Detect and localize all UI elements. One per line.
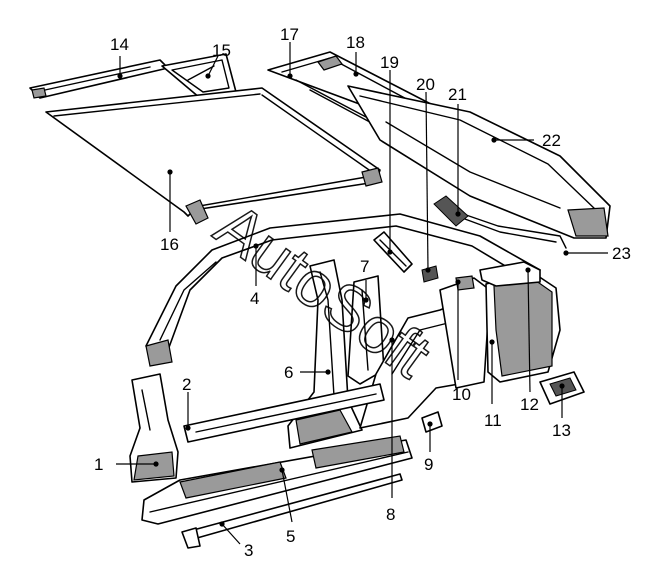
- callout-numbers: 1 2 3 4 5 6 7 8 9 10 11 12 13 14 15 16 1…: [94, 25, 631, 560]
- part-5-outer-rocker: [141, 435, 413, 525]
- callout-9: 9: [424, 455, 433, 474]
- callout-4: 4: [250, 289, 259, 308]
- callout-22: 22: [542, 131, 561, 150]
- part-9-clip: [421, 411, 443, 433]
- callout-12: 12: [520, 395, 539, 414]
- callout-23: 23: [612, 244, 631, 263]
- part-2-inner-rocker: [183, 383, 385, 443]
- part-11-quarter-panel: [485, 271, 561, 383]
- part-12-rear-extension: [479, 261, 541, 287]
- part-22-rear-hatch: [347, 85, 611, 239]
- callout-16: 16: [160, 235, 179, 254]
- callout-20: 20: [416, 75, 435, 94]
- callout-1: 1: [94, 455, 103, 474]
- part-10-quarter-inner: [439, 275, 491, 389]
- part-19-pillar-trim: [373, 231, 413, 273]
- callout-19: 19: [380, 53, 399, 72]
- part-3-sill-molding: [181, 473, 403, 549]
- callout-5: 5: [286, 527, 295, 546]
- part-7-inner-pillar: [347, 275, 385, 385]
- callout-18: 18: [346, 33, 365, 52]
- part-16-roof-panel: [45, 87, 383, 225]
- callout-10: 10: [452, 385, 471, 404]
- callout-6: 6: [284, 363, 293, 382]
- callout-3: 3: [244, 541, 253, 560]
- callout-17: 17: [280, 25, 299, 44]
- callout-2: 2: [182, 375, 191, 394]
- callout-8: 8: [386, 505, 395, 524]
- part-21-23-seal: [433, 195, 567, 249]
- leader-lines: [116, 42, 608, 545]
- callout-13: 13: [552, 421, 571, 440]
- callout-14: 14: [110, 35, 129, 54]
- callout-21: 21: [448, 85, 467, 104]
- callout-15: 15: [212, 41, 231, 60]
- part-14-roof-rail: [29, 59, 169, 99]
- part-1-hinge-pillar: [129, 373, 179, 483]
- callout-7: 7: [360, 257, 369, 276]
- callout-11: 11: [484, 411, 502, 430]
